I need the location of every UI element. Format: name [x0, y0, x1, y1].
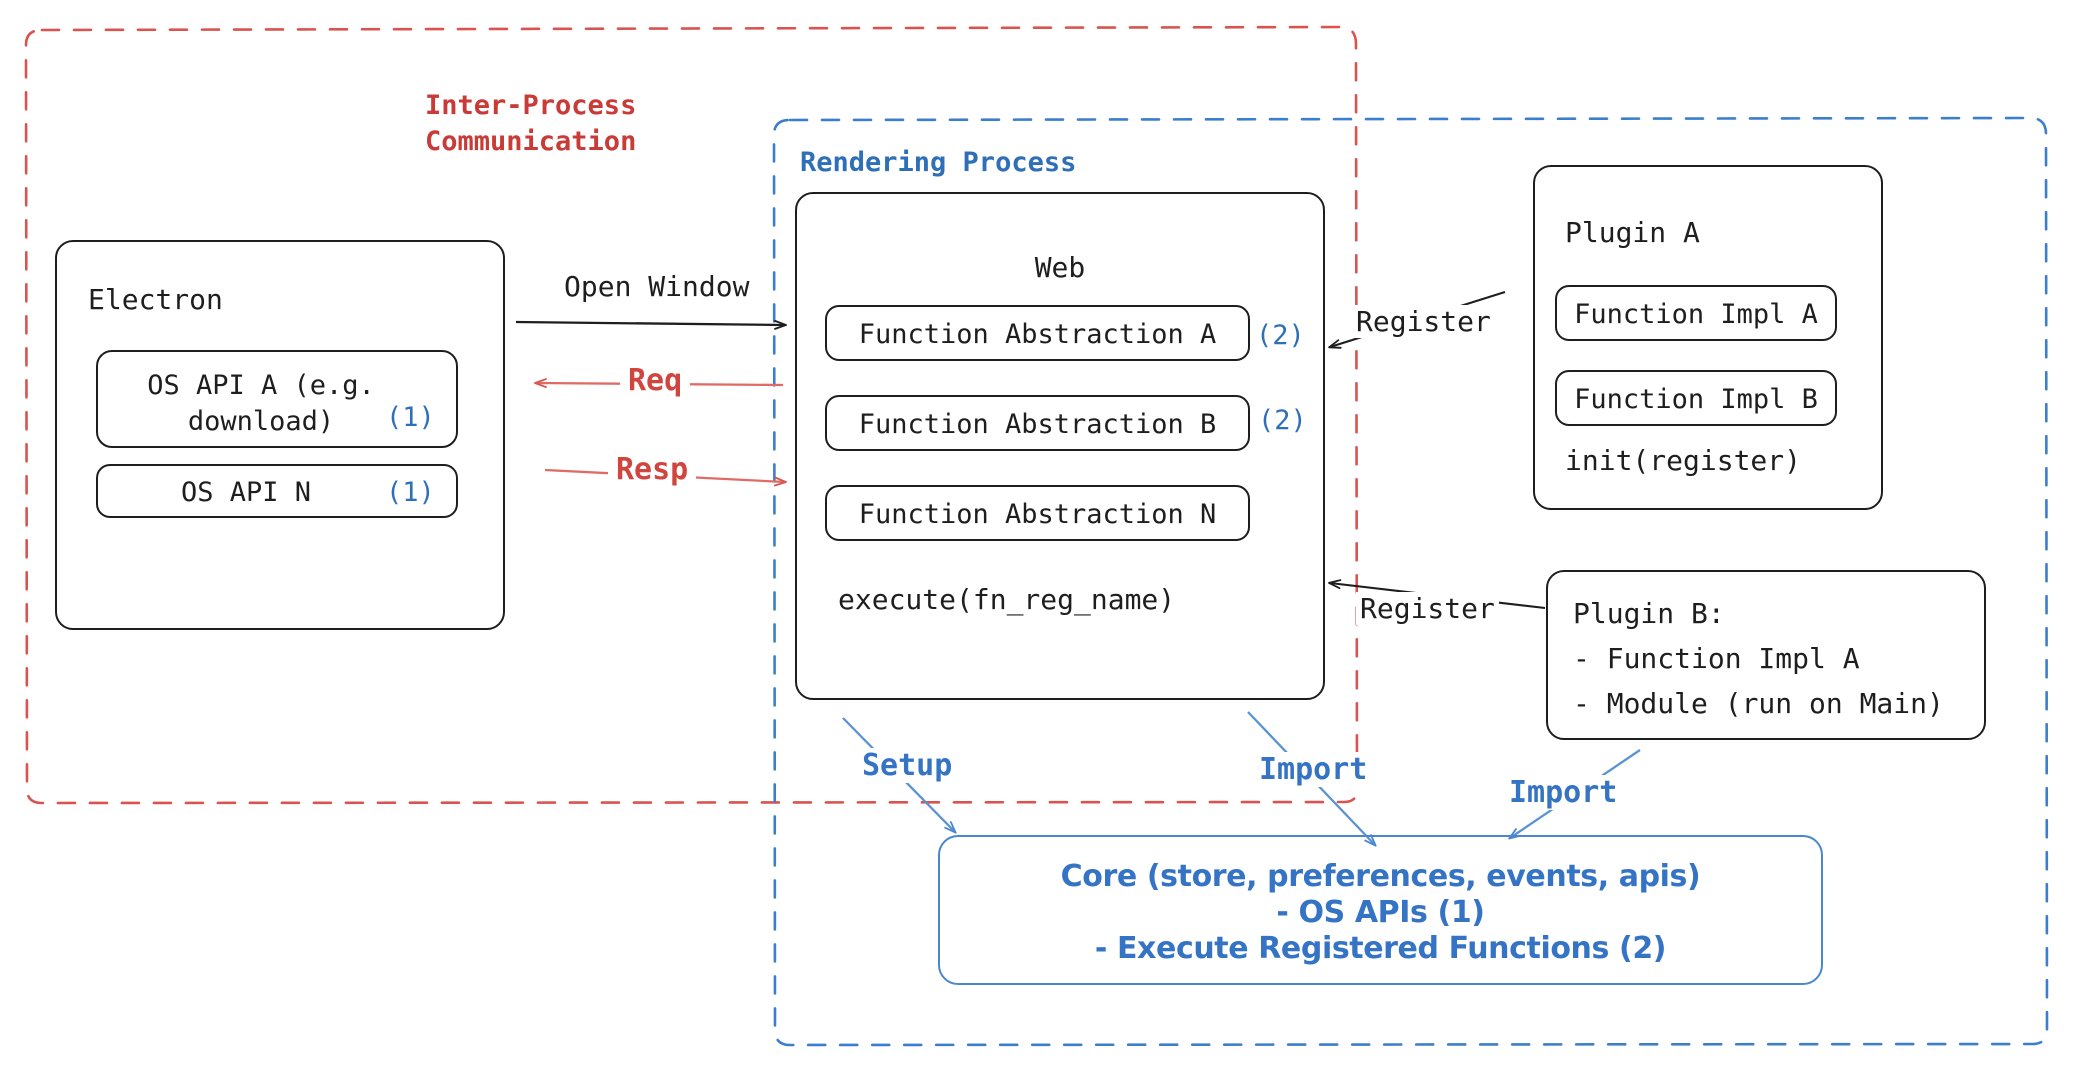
edge-label-register-plugin-a: Register — [1352, 305, 1495, 338]
core-line-1: - OS APIs (1) — [1276, 895, 1485, 930]
edge-label-import-web: Import — [1255, 752, 1372, 787]
function-abstraction-b-label: Function Abstraction B — [858, 409, 1217, 440]
ipc-title: Inter-Process Communication — [425, 90, 637, 158]
web-footer-execute: execute(fn_reg_name) — [838, 583, 1176, 616]
function-abstraction-b-badge: (2) — [1258, 405, 1307, 436]
node-web[interactable] — [795, 192, 1325, 700]
edge-label-open-window: Open Window — [560, 270, 754, 303]
edge-label-import-plugin: Import — [1505, 775, 1622, 810]
arrow-open-window — [515, 319, 787, 330]
node-function-abstraction-n[interactable] — [825, 485, 1250, 541]
os-api-n-badge: (1) — [386, 477, 435, 508]
node-core[interactable] — [938, 835, 1823, 985]
node-plugin-b[interactable] — [1546, 570, 1986, 740]
edge-label-resp: Resp — [608, 452, 697, 487]
edge-label-register-plugin-b: Register — [1356, 592, 1499, 625]
function-abstraction-a-label: Function Abstraction A — [858, 319, 1217, 350]
web-title: Web — [1034, 251, 1086, 284]
node-electron[interactable] — [55, 240, 505, 630]
edge-label-setup: Setup — [858, 748, 957, 783]
core-line-0: Core (store, preferences, events, apis) — [1060, 859, 1701, 894]
edge-label-req: Req — [620, 363, 691, 398]
node-function-impl-b[interactable] — [1555, 370, 1837, 426]
function-impl-b-label: Function Impl B — [1574, 384, 1818, 415]
node-function-abstraction-b[interactable] — [825, 395, 1250, 451]
core-line-2: - Execute Registered Functions (2) — [1094, 931, 1667, 966]
plugin-b-line-0: Plugin B: — [1573, 597, 1725, 630]
electron-title: Electron — [88, 283, 223, 316]
plugin-b-line-2: - Module (run on Main) — [1573, 687, 1944, 720]
function-impl-a-label: Function Impl A — [1574, 299, 1818, 330]
os-api-a-badge: (1) — [386, 402, 435, 433]
os-api-n-label: OS API N — [180, 477, 312, 508]
function-abstraction-a-badge: (2) — [1256, 320, 1305, 351]
node-os-api-a[interactable] — [96, 350, 458, 448]
plugin-a-footer-init: init(register) — [1565, 444, 1802, 477]
node-plugin-a[interactable] — [1533, 165, 1883, 510]
node-function-abstraction-a[interactable] — [825, 305, 1250, 361]
function-abstraction-n-label: Function Abstraction N — [858, 499, 1217, 530]
node-function-impl-a[interactable] — [1555, 285, 1837, 341]
rendering-process-title: Rendering Process — [800, 147, 1077, 178]
plugin-b-line-1: - Function Impl A — [1573, 642, 1860, 675]
node-os-api-n[interactable] — [96, 464, 458, 518]
plugin-a-title: Plugin A — [1565, 216, 1700, 249]
os-api-a-label: OS API A (e.g. download) — [147, 370, 375, 438]
